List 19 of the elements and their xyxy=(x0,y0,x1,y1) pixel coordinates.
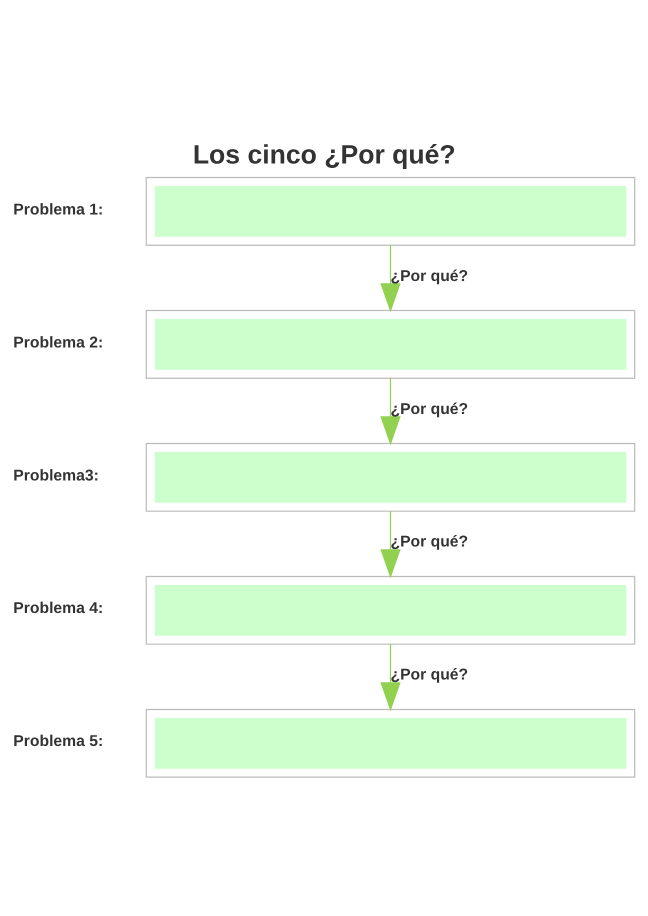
arrow xyxy=(380,378,401,446)
node-box xyxy=(146,176,636,246)
node-label: Problema 1: xyxy=(13,201,104,218)
node-box xyxy=(146,708,636,778)
edge-label: ¿Por qué? xyxy=(390,400,468,418)
arrow xyxy=(380,245,401,312)
arrow xyxy=(380,511,401,578)
edge-label: ¿Por qué? xyxy=(390,534,468,551)
node-label: Problema3: xyxy=(13,467,99,484)
node-box xyxy=(146,576,636,645)
node-label: Problema 2: xyxy=(13,334,104,352)
arrow xyxy=(380,644,401,712)
node-box xyxy=(146,310,636,379)
node-label: Problema 4: xyxy=(13,600,104,618)
node-label: Problema 5: xyxy=(13,733,104,750)
node-box xyxy=(146,442,636,512)
diagram-title: Los cinco ¿Por qué? xyxy=(192,140,456,170)
edge-label: ¿Por qué? xyxy=(390,666,468,684)
edge-label: ¿Por qué? xyxy=(390,268,468,285)
